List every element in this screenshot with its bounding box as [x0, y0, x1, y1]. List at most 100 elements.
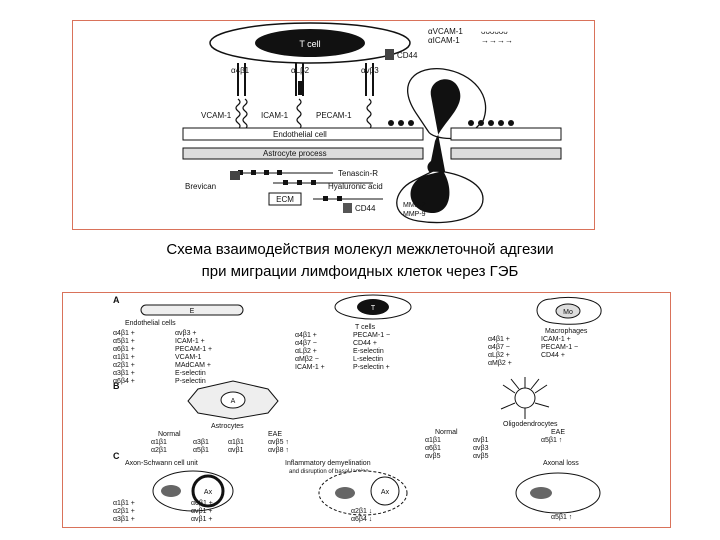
diagram-label: CD44 +	[353, 340, 377, 347]
ligand-label-3: PECAM-1	[316, 111, 352, 120]
endothelial-letter: E	[190, 308, 195, 315]
diagram-label: α1β1	[151, 439, 167, 446]
diagram-label: αMβ2 +	[488, 360, 512, 367]
diagram-label: α3β1 +	[113, 370, 135, 377]
astrocyte-label: Astrocyte process	[263, 149, 327, 158]
integrin-label-1: α4β1	[231, 66, 250, 75]
astrocyte-letter: A	[231, 398, 236, 405]
diagram-label: α6β4 +	[113, 378, 135, 385]
diagram-label: PECAM-1 −	[541, 344, 578, 351]
diagram-label: α3β1	[193, 439, 209, 446]
integrin-panels: A B C E Endothelial cells α4β1 + α5β1 + …	[63, 293, 669, 526]
axonal-loss-title: Axonal loss	[543, 460, 579, 467]
diagram-label: α1β1	[228, 439, 244, 446]
ecm-label: ECM	[276, 195, 294, 204]
figure-integrin-expression: A B C E Endothelial cells α4β1 + α5β1 + …	[62, 292, 671, 528]
astro-eae-list: α1β1 αvβ1 αvβ5 ↑ αvβ8 ↑	[228, 439, 289, 454]
diagram-label: α2β1 +	[113, 508, 135, 515]
diagram-label: α5β1 ↑	[541, 437, 562, 444]
macrophage-title: Macrophages	[545, 328, 588, 335]
cd44-receptor	[385, 49, 394, 60]
mmp-label-2: MMP-9	[403, 211, 426, 218]
cd44-bottom-label: CD44	[355, 204, 376, 213]
oligo-eae-header: EAE	[551, 429, 565, 436]
endothelial-list-2: αvβ3 + ICAM-1 + PECAM-1 + VCAM-1 MAdCAM …	[175, 330, 212, 385]
legend-vcam-wave: ᴗᴗᴗᴗᴗᴗ	[481, 27, 508, 36]
diagram-label: VCAM-1	[175, 354, 202, 361]
diagram-label: CD44 +	[541, 352, 565, 359]
diagram-label: ICAM-1 +	[541, 336, 571, 343]
endothelial-label: Endothelial cell	[273, 130, 327, 139]
diagram-label: α4β1 +	[488, 336, 510, 343]
astro-eae-header: EAE	[268, 431, 282, 438]
diagram-label: αvβ3 +	[175, 330, 197, 337]
brevican-box	[230, 171, 240, 180]
diagram-label: αMβ2 −	[295, 356, 319, 363]
tenascin-label: Tenascin-R	[338, 169, 378, 178]
hyaluronic-label: Hyaluronic acid	[328, 182, 383, 191]
diagram-label: αLβ2 +	[295, 348, 317, 355]
diagram-label: α4β1 +	[295, 332, 317, 339]
diagram-label: MAdCAM +	[175, 362, 211, 369]
lfa-head	[298, 81, 304, 95]
brevican-label: Brevican	[185, 182, 216, 191]
macrophage-list-2: ICAM-1 + PECAM-1 − CD44 +	[541, 336, 578, 359]
diagram-label: αvβ1	[228, 447, 244, 454]
t-cell-label: T cell	[299, 39, 320, 49]
panel-c-label: C	[113, 451, 120, 461]
mmp-label-1: MMP-2	[403, 202, 426, 209]
diagram-label: ICAM-1 +	[175, 338, 205, 345]
astro-normal-list: α1β1 α2β1 α3β1 α5β1	[151, 439, 209, 454]
macrophage-list-1: α4β1 + α4β7 − αLβ2 + αMβ2 +	[488, 336, 512, 367]
legend-icam-arrows: →→→→	[481, 36, 513, 45]
caption-line-2: при миграции лимфоидных клеток через ГЭБ	[60, 262, 660, 282]
axonal-loss-nucleus	[530, 487, 552, 499]
diagram-label: L-selectin	[353, 356, 383, 363]
axon-letter: Ax	[204, 489, 213, 496]
diagram-label: P-selectin +	[353, 364, 390, 371]
cd44-label: CD44	[397, 51, 418, 60]
tcell-list-1: α4β1 + α4β7 − αLβ2 + αMβ2 − ICAM-1 +	[295, 332, 325, 371]
diagram-label: ICAM-1 +	[295, 364, 325, 371]
diagram-label: α1β1 +	[113, 354, 135, 361]
macrophage-letter: Mo	[563, 309, 573, 316]
diagram-label: α2β1	[151, 447, 167, 454]
diagram-label: α6β1 +	[191, 500, 213, 507]
astro-normal-header: Normal	[158, 431, 181, 438]
diagram-label: αLβ2 +	[488, 352, 510, 359]
inflam-title: Inflammatory demyelination	[285, 460, 371, 467]
diagram-label: PECAM-1 +	[175, 346, 212, 353]
legend-vcam: αVCAM-1	[428, 27, 463, 36]
legend-icam: αICAM-1	[428, 36, 460, 45]
diagram-label: PECAM-1 −	[353, 332, 390, 339]
diagram-label: αvβ1	[473, 437, 489, 444]
ligand-label-2: ICAM-1	[261, 111, 289, 120]
caption-line-1: Схема взаимодействия молекул межклеточно…	[60, 240, 660, 260]
inflam-list: α2β1 ↓ α6β4 ↓	[351, 508, 372, 523]
figure-bbb-adhesion: T cell αVCAM-1 ᴗᴗᴗᴗᴗᴗ αICAM-1 →→→→ CD44 …	[72, 20, 595, 230]
astrocyte-title: Astrocytes	[211, 423, 244, 430]
diagram-label: α3β1 +	[113, 516, 135, 523]
diagram-label: α1β1 +	[113, 500, 135, 507]
diagram-label: α4β1 +	[113, 330, 135, 337]
oligo-normal-list: α1β1 α6β1 αvβ5	[425, 437, 441, 460]
endothelial-title: Endothelial cells	[125, 320, 176, 327]
axonal-loss-list: α5β1 ↑	[551, 514, 572, 521]
axon-list-2: α6β1 + αvβ1 + αvβ1 +	[191, 500, 213, 523]
tcell-letter: T	[371, 305, 376, 312]
integrin-label-3: αvβ3	[361, 66, 379, 75]
schwann-nucleus	[161, 485, 181, 497]
diagram-label: α2β1 +	[113, 362, 135, 369]
diagram-label: αvβ5	[425, 453, 441, 460]
diagram-label: α6β4 ↓	[351, 516, 372, 523]
diagram-label: α1β1	[425, 437, 441, 444]
diagram-label: αvβ1 +	[191, 516, 213, 523]
diagram-label: αvβ5	[473, 453, 489, 460]
ligand-label-1: VCAM-1	[201, 111, 232, 120]
axon-list-1: α1β1 + α2β1 + α3β1 +	[113, 500, 135, 523]
oligodendrocyte-shape	[501, 377, 549, 419]
oligo-normal-header: Normal	[435, 429, 458, 436]
integrin-label-2: αLβ2	[291, 66, 310, 75]
diagram-label: α6β1 +	[113, 346, 135, 353]
diagram-label: αvβ5 ↑	[268, 439, 289, 446]
